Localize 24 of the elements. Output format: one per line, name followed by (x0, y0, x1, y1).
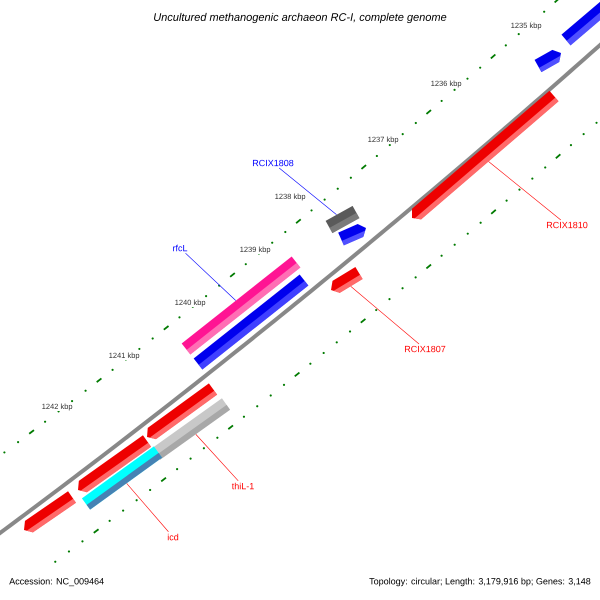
gene-label: icd (168, 534, 178, 540)
gene-feature (412, 90, 559, 220)
title: Uncultured methanogenic archaeon RC-I, complete genome (154, 12, 446, 24)
leader-line (350, 286, 420, 344)
gene-label: RCIX1808 (252, 160, 294, 166)
gene-feature (152, 398, 230, 460)
gene-feature (194, 274, 308, 370)
gene-feature (82, 446, 162, 510)
gene-feature (24, 491, 76, 532)
genome-info-text: Topology: circular; Length: 3,179,916 bp; Genes: 3,148 (369, 578, 590, 586)
leader-line (278, 168, 337, 215)
gene-label: rfcL (173, 244, 188, 252)
gene-label: RCIX1807 (404, 346, 446, 352)
gene-label: thiL-1 (232, 482, 254, 490)
gene-feature (534, 50, 561, 72)
accession-text: Accession: NC_009464 (9, 578, 104, 586)
leader-line (126, 483, 169, 532)
gene-feature (338, 224, 366, 246)
leader-line (196, 434, 239, 482)
gene-feature (561, 0, 600, 46)
leader-line (488, 161, 562, 220)
leader-line (185, 252, 236, 301)
gene-label: RCIX1810 (546, 222, 588, 228)
gene-feature (331, 267, 363, 293)
